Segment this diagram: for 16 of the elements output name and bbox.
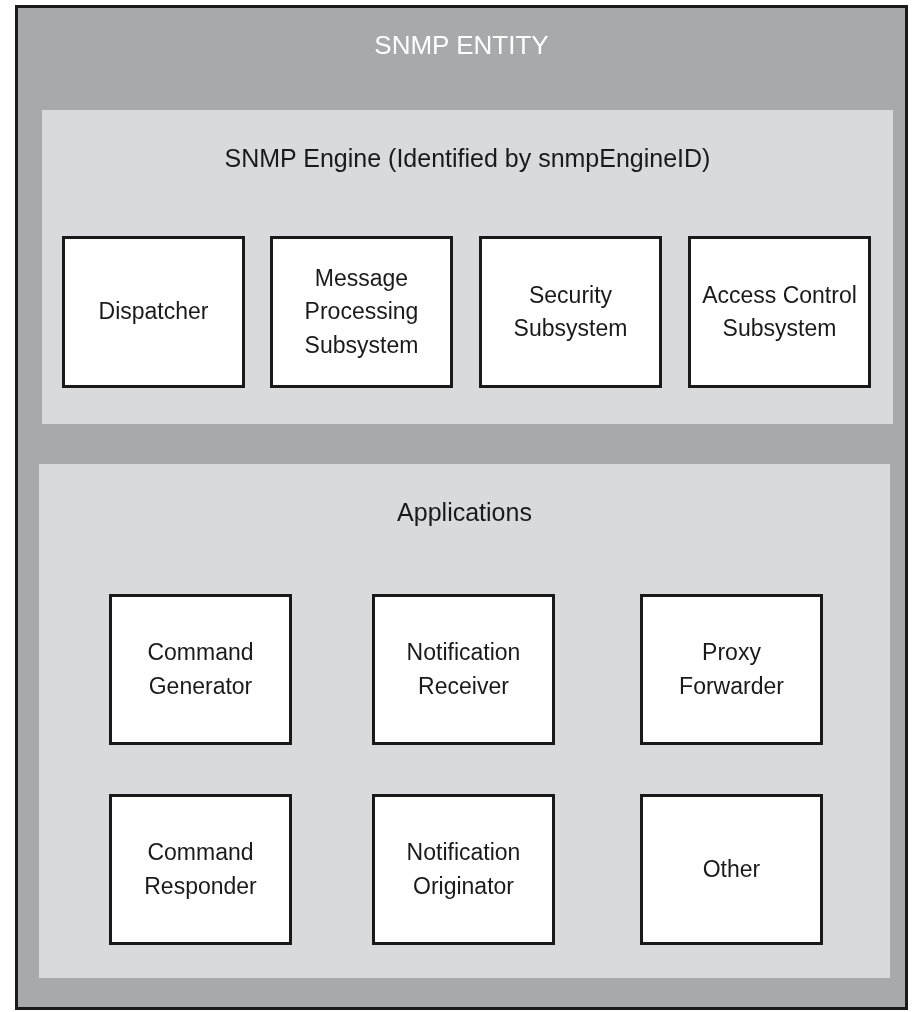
component-box: Command Generator — [109, 594, 292, 745]
component-box: Access Control Subsystem — [688, 236, 871, 388]
component-box: Security Subsystem — [479, 236, 662, 388]
component-box: Other — [640, 794, 823, 945]
component-box: Dispatcher — [62, 236, 245, 388]
panel-title: SNMP ENTITY — [374, 30, 549, 61]
group-panel — [42, 110, 893, 424]
panel-title: Applications — [397, 498, 532, 527]
component-box: Notification Receiver — [372, 594, 555, 745]
component-box: Notification Originator — [372, 794, 555, 945]
component-box: Message Processing Subsystem — [270, 236, 453, 388]
component-box: Proxy Forwarder — [640, 594, 823, 745]
component-box: Command Responder — [109, 794, 292, 945]
entity-frame — [15, 5, 908, 1010]
panel-title: SNMP Engine (Identified by snmpEngineID) — [224, 144, 711, 173]
group-panel — [39, 464, 890, 978]
